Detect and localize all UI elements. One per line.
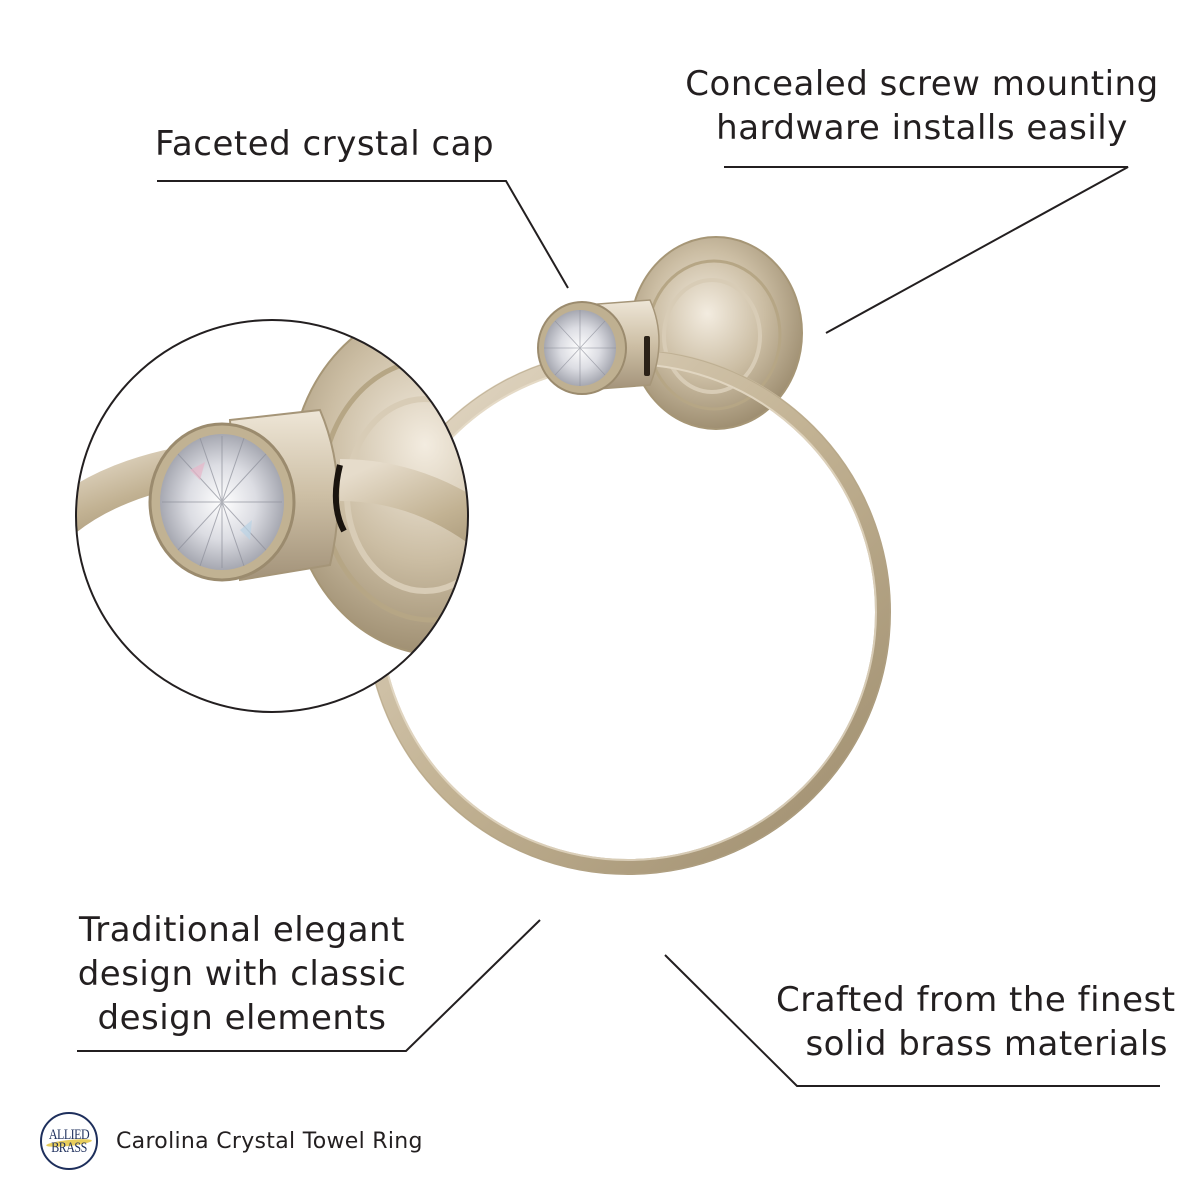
design-callout-line	[77, 919, 541, 1052]
callout-crystal-cap: Faceted crystal cap	[155, 122, 494, 166]
product-name: Carolina Crystal Towel Ring	[116, 1128, 423, 1154]
materials-callout-line	[664, 954, 1160, 1087]
callout-text: Traditional elegant	[79, 910, 405, 950]
crystal-callout-line	[157, 180, 569, 289]
allied-brass-logo-icon: ALLIED BRASS	[40, 1112, 98, 1170]
mount-callout-line	[724, 166, 1129, 334]
callout-text: design elements	[97, 998, 387, 1038]
logo-line-1: ALLIED	[48, 1125, 90, 1143]
callout-text: solid brass materials	[805, 1024, 1168, 1064]
callout-traditional-design: Traditional elegant design with classic …	[72, 908, 412, 1040]
callout-lines	[77, 166, 1160, 1087]
callout-text: Crafted from the finest	[776, 980, 1176, 1020]
logo-line-2: BRASS	[51, 1138, 87, 1156]
callout-text: hardware installs easily	[716, 108, 1128, 148]
callout-text: Faceted crystal cap	[155, 124, 495, 164]
detail-zoom-circle	[75, 319, 469, 713]
footer: ALLIED BRASS Carolina Crystal Towel Ring	[40, 1112, 423, 1170]
callout-text: Concealed screw mounting	[685, 64, 1159, 104]
callout-mounting-hardware: Concealed screw mounting hardware instal…	[676, 62, 1168, 150]
callout-text: design with classic	[77, 954, 407, 994]
callout-solid-brass: Crafted from the finest solid brass mate…	[776, 978, 1176, 1066]
